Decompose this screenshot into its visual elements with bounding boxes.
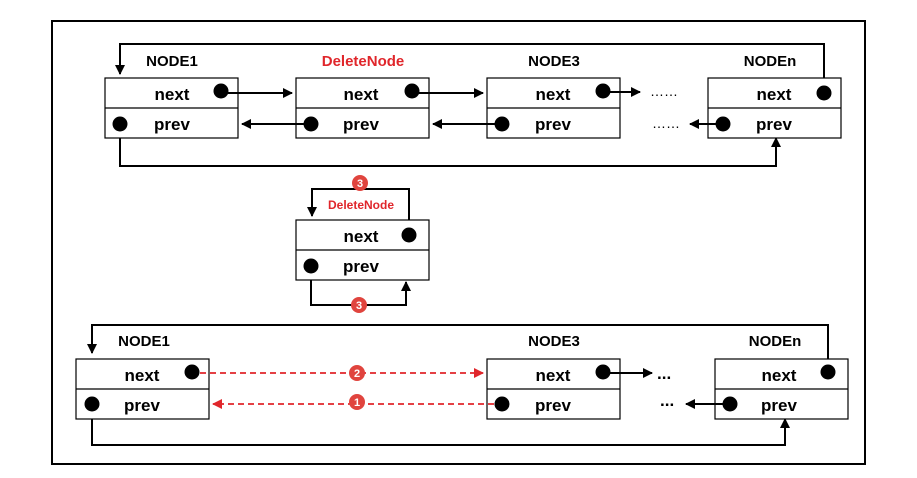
bottom-badge-next-text: 2	[354, 368, 360, 380]
bottom-wrap-prev-line	[91, 404, 790, 446]
top-deletenode-next-dot	[404, 83, 420, 99]
top-node1-prev-label: prev	[154, 115, 190, 134]
bottom-node1-prev-dot	[84, 396, 100, 412]
top-deletenode-box	[295, 77, 430, 139]
diagram-frame	[51, 20, 866, 465]
bottom-node1-next-dot	[184, 364, 200, 380]
top-deletenode-prev-label: prev	[343, 115, 379, 134]
top-node1-prev-dot	[112, 116, 128, 132]
middle-badge-bottom	[351, 297, 367, 313]
bottom-badge-next	[349, 365, 365, 381]
top-noden-prev-label: prev	[756, 115, 792, 134]
top-node3-prev-dot	[494, 116, 510, 132]
middle-next-dot	[401, 227, 417, 243]
top-node3-title: NODE3	[528, 53, 580, 70]
bottom-node3-next-label: next	[536, 366, 571, 385]
bottom-node3-next-dot	[595, 364, 611, 380]
top-noden-prev-dot	[715, 116, 731, 132]
top-node3-next-label: next	[536, 85, 571, 104]
top-noden-next-dot	[816, 85, 832, 101]
top-node3-prev-label: prev	[535, 115, 571, 134]
bottom-noden-next-label: next	[762, 366, 797, 385]
bottom-noden-title: NODEn	[749, 333, 802, 350]
top-noden-title: NODEn	[744, 53, 797, 70]
bottom-noden-prev-dot	[722, 396, 738, 412]
top-deletenode-next-label: next	[344, 85, 379, 104]
bottom-badge-prev-text: 1	[354, 397, 360, 409]
top-wrap-prev-line	[119, 124, 781, 167]
middle-badge-bottom-text: 3	[356, 300, 362, 312]
top-noden-next-label: next	[757, 85, 792, 104]
top-wrap-next-line	[115, 43, 825, 93]
bottom-node3-prev-label: prev	[535, 396, 571, 415]
top-ellipsis-next: ……	[650, 83, 678, 99]
bottom-node1-next-label: next	[125, 366, 160, 385]
bottom-ellipsis-prev: ...	[660, 391, 674, 410]
bottom-ellipsis-next: ...	[657, 364, 671, 383]
middle-badge-top-text: 3	[357, 178, 363, 190]
middle-badge-top	[352, 175, 368, 191]
top-node1-next-label: next	[155, 85, 190, 104]
top-ellipsis-prev: ……	[652, 115, 680, 131]
bottom-badge-prev	[349, 394, 365, 410]
middle-prev-label: prev	[343, 257, 379, 276]
bottom-node1-prev-label: prev	[124, 396, 160, 415]
bottom-wrap-next-line	[87, 324, 829, 372]
middle-next-label: next	[344, 227, 379, 246]
bottom-node1-title: NODE1	[118, 333, 170, 350]
top-deletenode-title: DeleteNode	[322, 53, 405, 70]
bottom-node3-prev-dot	[494, 396, 510, 412]
middle-deletenode-title: DeleteNode	[328, 198, 394, 212]
middle-prev-dot	[303, 258, 319, 274]
top-node1-title: NODE1	[146, 53, 198, 70]
bottom-noden-next-dot	[820, 364, 836, 380]
top-node3-next-dot	[595, 83, 611, 99]
top-node1-next-dot	[213, 83, 229, 99]
bottom-node3-title: NODE3	[528, 333, 580, 350]
bottom-noden-prev-label: prev	[761, 396, 797, 415]
top-deletenode-prev-dot	[303, 116, 319, 132]
